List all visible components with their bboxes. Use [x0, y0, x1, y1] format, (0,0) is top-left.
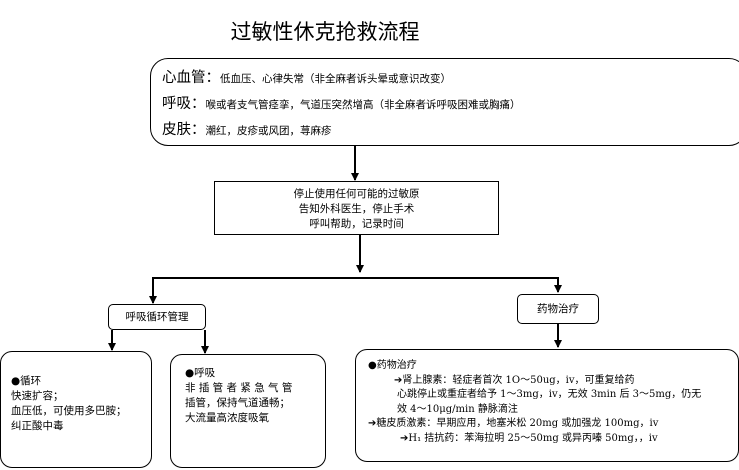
symptom-text: 潮红，皮疹或风团，荨麻疹: [205, 125, 332, 137]
respiration-line: 插管，保持气道通畅；: [185, 397, 290, 409]
symptom-list: 心血管：低血压、心律失常（非全麻者诉头晕或意识改变） 呼吸：喉或者支气管痉挛，气…: [162, 66, 739, 144]
drug-line-epinephrine-severe: 心跳停止或重症者给予 1～3mg，iv，无效 3min 后 3～5mg，仍无: [397, 389, 702, 400]
drug-line-epinephrine: ➔肾上腺素：轻症者首次 1O～50ug，iv，可重复给药: [394, 374, 635, 386]
symptom-text: 低血压、心律失常（非全麻者诉头晕或意识改变）: [220, 73, 451, 85]
action-line: 停止使用任何可能的过敏原: [293, 188, 420, 200]
branch-label: 药物治疗: [537, 303, 579, 315]
respiration-line: 大流量高浓度吸氧: [185, 412, 269, 424]
symptom-skin: 皮肤：潮红，皮疹或风团，荨麻疹: [162, 118, 739, 144]
branch-respiratory-circulation: 呼吸循环管理: [108, 304, 206, 330]
respiration-heading: ●呼吸: [185, 367, 216, 379]
circulation-box: ●循环 快速扩容； 血压低，可使用多巴胺； 纠正酸中毒: [0, 351, 152, 468]
respiration-box: ●呼吸 非 插 管 者 紧 急 气 管 插管，保持气道通畅； 大流量高浓度吸氧: [170, 354, 326, 468]
symptom-respiratory: 呼吸：喉或者支气管痉挛，气道压突然增高（非全麻者诉呼吸困难或胸痛）: [162, 92, 739, 118]
drug-line-epinephrine-infusion: 效 4～10μg/min 静脉滴注: [397, 403, 518, 415]
symptom-label: 心血管：: [162, 70, 220, 86]
drug-therapy-box: ●药物治疗 ➔肾上腺素：轻症者首次 1O～50ug，iv，可重复给药 心跳停止或…: [355, 349, 739, 462]
action-line: 告知外科医生，停止手术: [298, 203, 415, 215]
drug-line-h1-antagonist: ➔H₁ 拮抗药：苯海拉明 25～50mg 或异丙嗪 50mg，，iv: [400, 432, 658, 444]
circulation-line: 血压低，可使用多巴胺；: [11, 405, 127, 417]
action-line: 呼叫帮助，记录时间: [309, 218, 404, 230]
branch-drug-therapy: 药物治疗: [517, 294, 599, 324]
drug-line-corticosteroid: ➔糖皮质激素：早期应用，地塞米松 20mg 或加强龙 100mg，iv: [368, 418, 659, 429]
respiration-line: 非 插 管 者 紧 急 气 管: [185, 382, 293, 394]
symptom-label: 皮肤：: [162, 122, 206, 138]
page-title: 过敏性休克抢救流程: [230, 20, 420, 44]
symptom-label: 呼吸：: [162, 96, 206, 112]
circulation-line: 快速扩容；: [11, 390, 64, 402]
branch-label: 呼吸循环管理: [125, 311, 189, 323]
symptom-text: 喉或者支气管痉挛，气道压突然增高（非全麻者诉呼吸困难或胸痛）: [205, 99, 521, 111]
symptoms-box: [150, 58, 739, 146]
branch-connector: [152, 277, 562, 302]
circulation-heading: ●循环: [11, 375, 42, 387]
immediate-actions-box: 停止使用任何可能的过敏原 告知外科医生，停止手术 呼叫帮助，记录时间: [214, 181, 499, 235]
drug-heading: ●药物治疗: [368, 360, 417, 371]
symptom-cardiovascular: 心血管：低血压、心律失常（非全麻者诉头晕或意识改变）: [162, 66, 739, 92]
circulation-line: 纠正酸中毒: [11, 420, 64, 432]
